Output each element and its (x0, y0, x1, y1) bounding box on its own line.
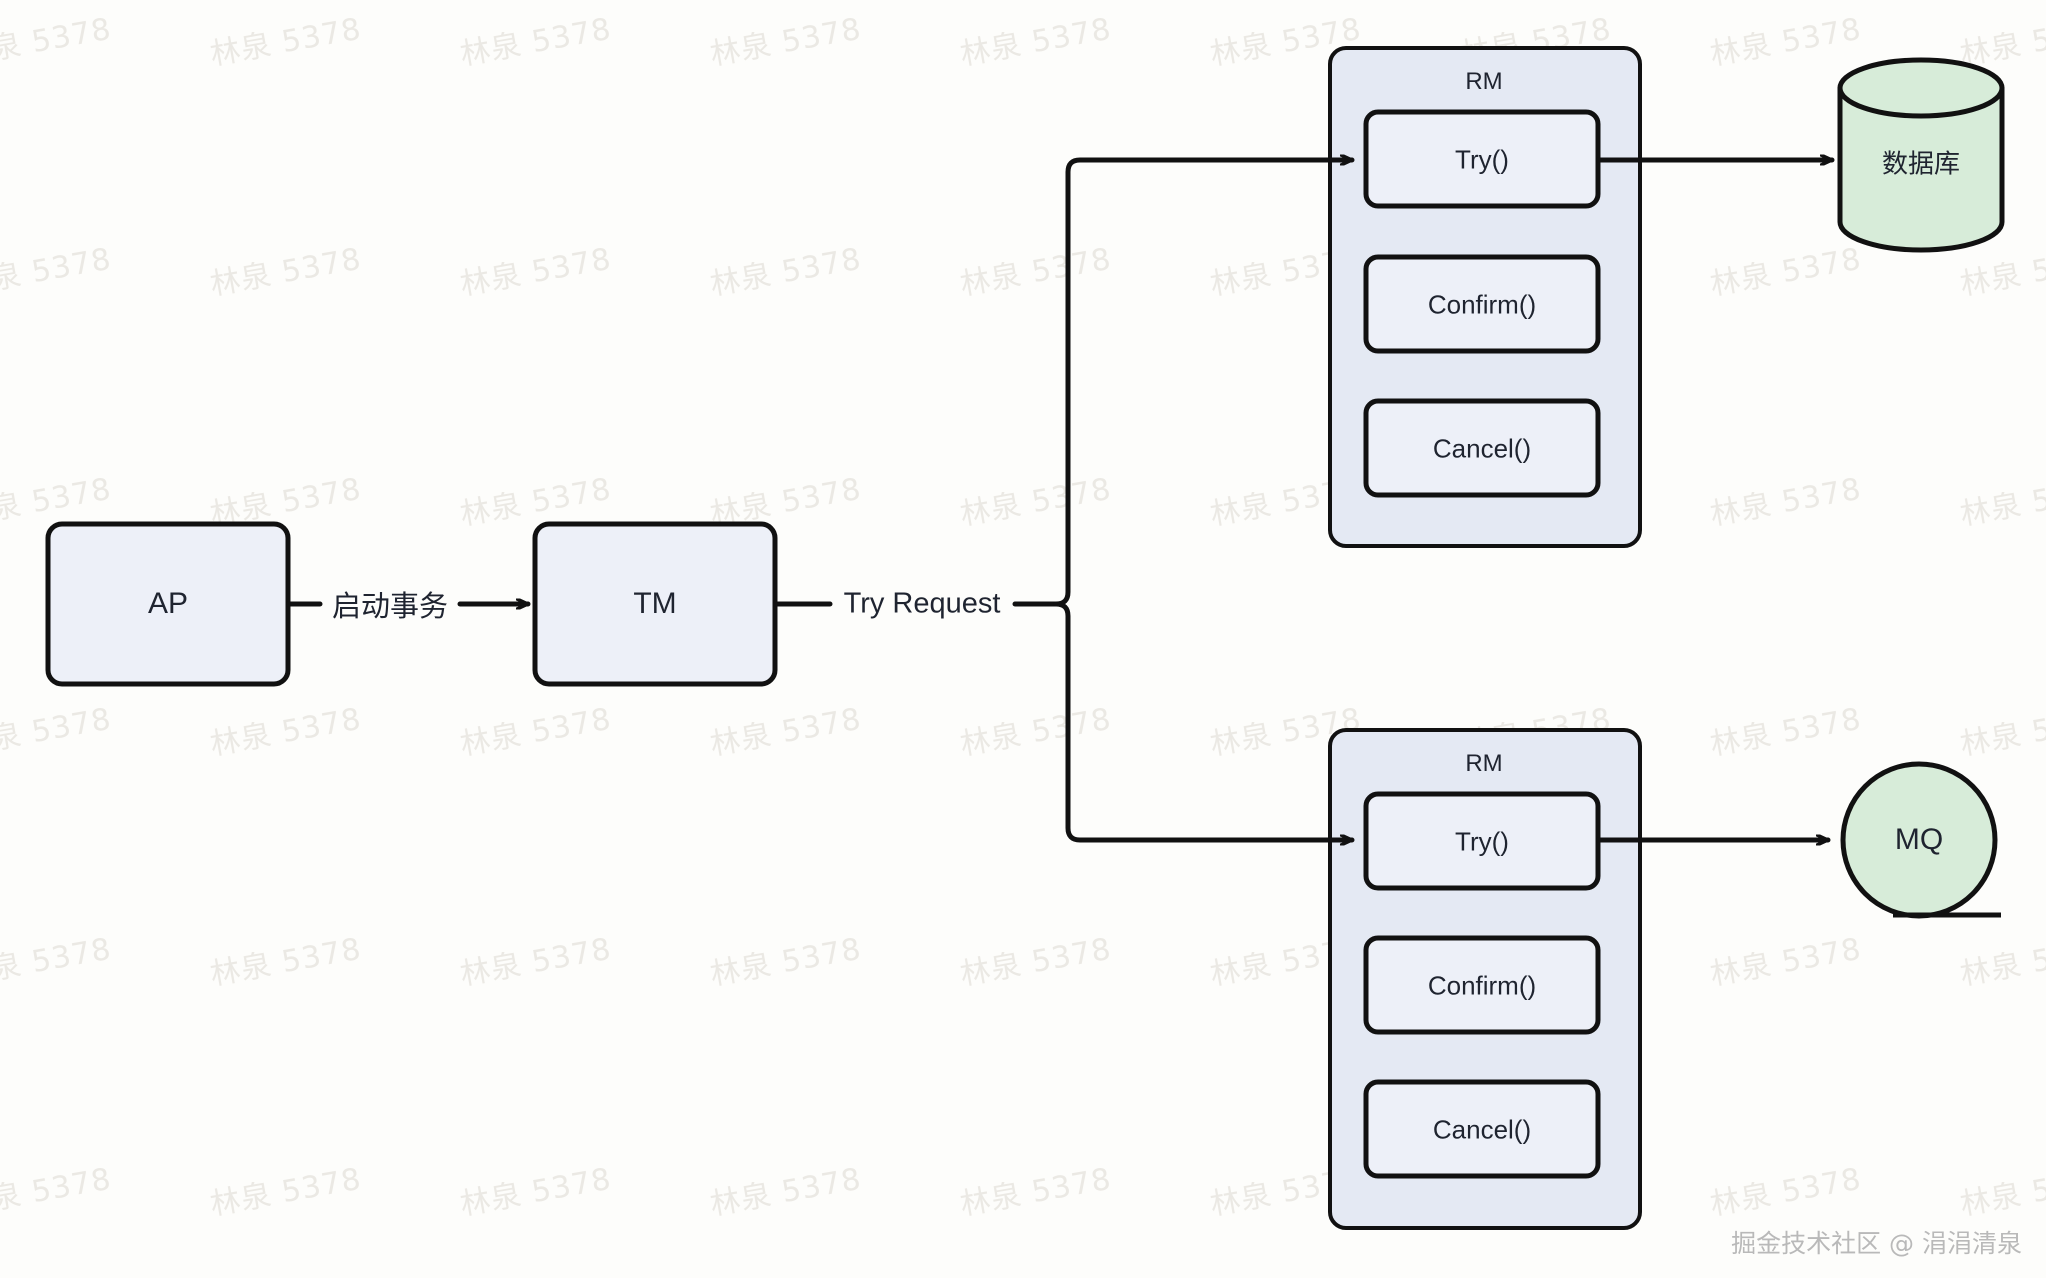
edge-label-start-transaction: 启动事务 (331, 591, 449, 623)
rm-top-method-cancel[interactable] (1363, 398, 1601, 498)
rm-bottom-method-confirm-label: Confirm() (1427, 970, 1537, 1001)
node-mq-label: MQ (1894, 823, 1944, 856)
edge-branch-to-rm-top (1053, 160, 1355, 607)
node-database-label: 数据库 (1881, 148, 1961, 179)
node-tm-label: TM (633, 587, 677, 620)
rm-bottom-method-try-label: Try() (1455, 826, 1509, 857)
rm-bottom-method-cancel[interactable] (1363, 1079, 1601, 1179)
edge-branch-to-rm-bottom (1053, 601, 1355, 840)
rm-bottom-title: RM (1465, 750, 1503, 777)
node-ap-label: AP (147, 587, 189, 620)
rm-top-method-try-label: Try() (1455, 144, 1509, 175)
rm-top-method-cancel-label: Cancel() (1432, 433, 1532, 464)
rm-bottom-method-confirm[interactable] (1363, 935, 1601, 1035)
credit-watermark: 掘金技术社区 @ 涓涓清泉 (1731, 1229, 2022, 1258)
rm-top-method-confirm-label: Confirm() (1427, 289, 1537, 320)
node-database[interactable] (1837, 57, 2005, 253)
edge-label-try-request: Try Request (843, 587, 1001, 620)
rm-top-method-confirm[interactable] (1363, 254, 1601, 354)
rm-bottom-method-cancel-label: Cancel() (1432, 1114, 1532, 1145)
rm-top-title: RM (1465, 68, 1503, 95)
node-mq[interactable] (1840, 761, 2001, 919)
